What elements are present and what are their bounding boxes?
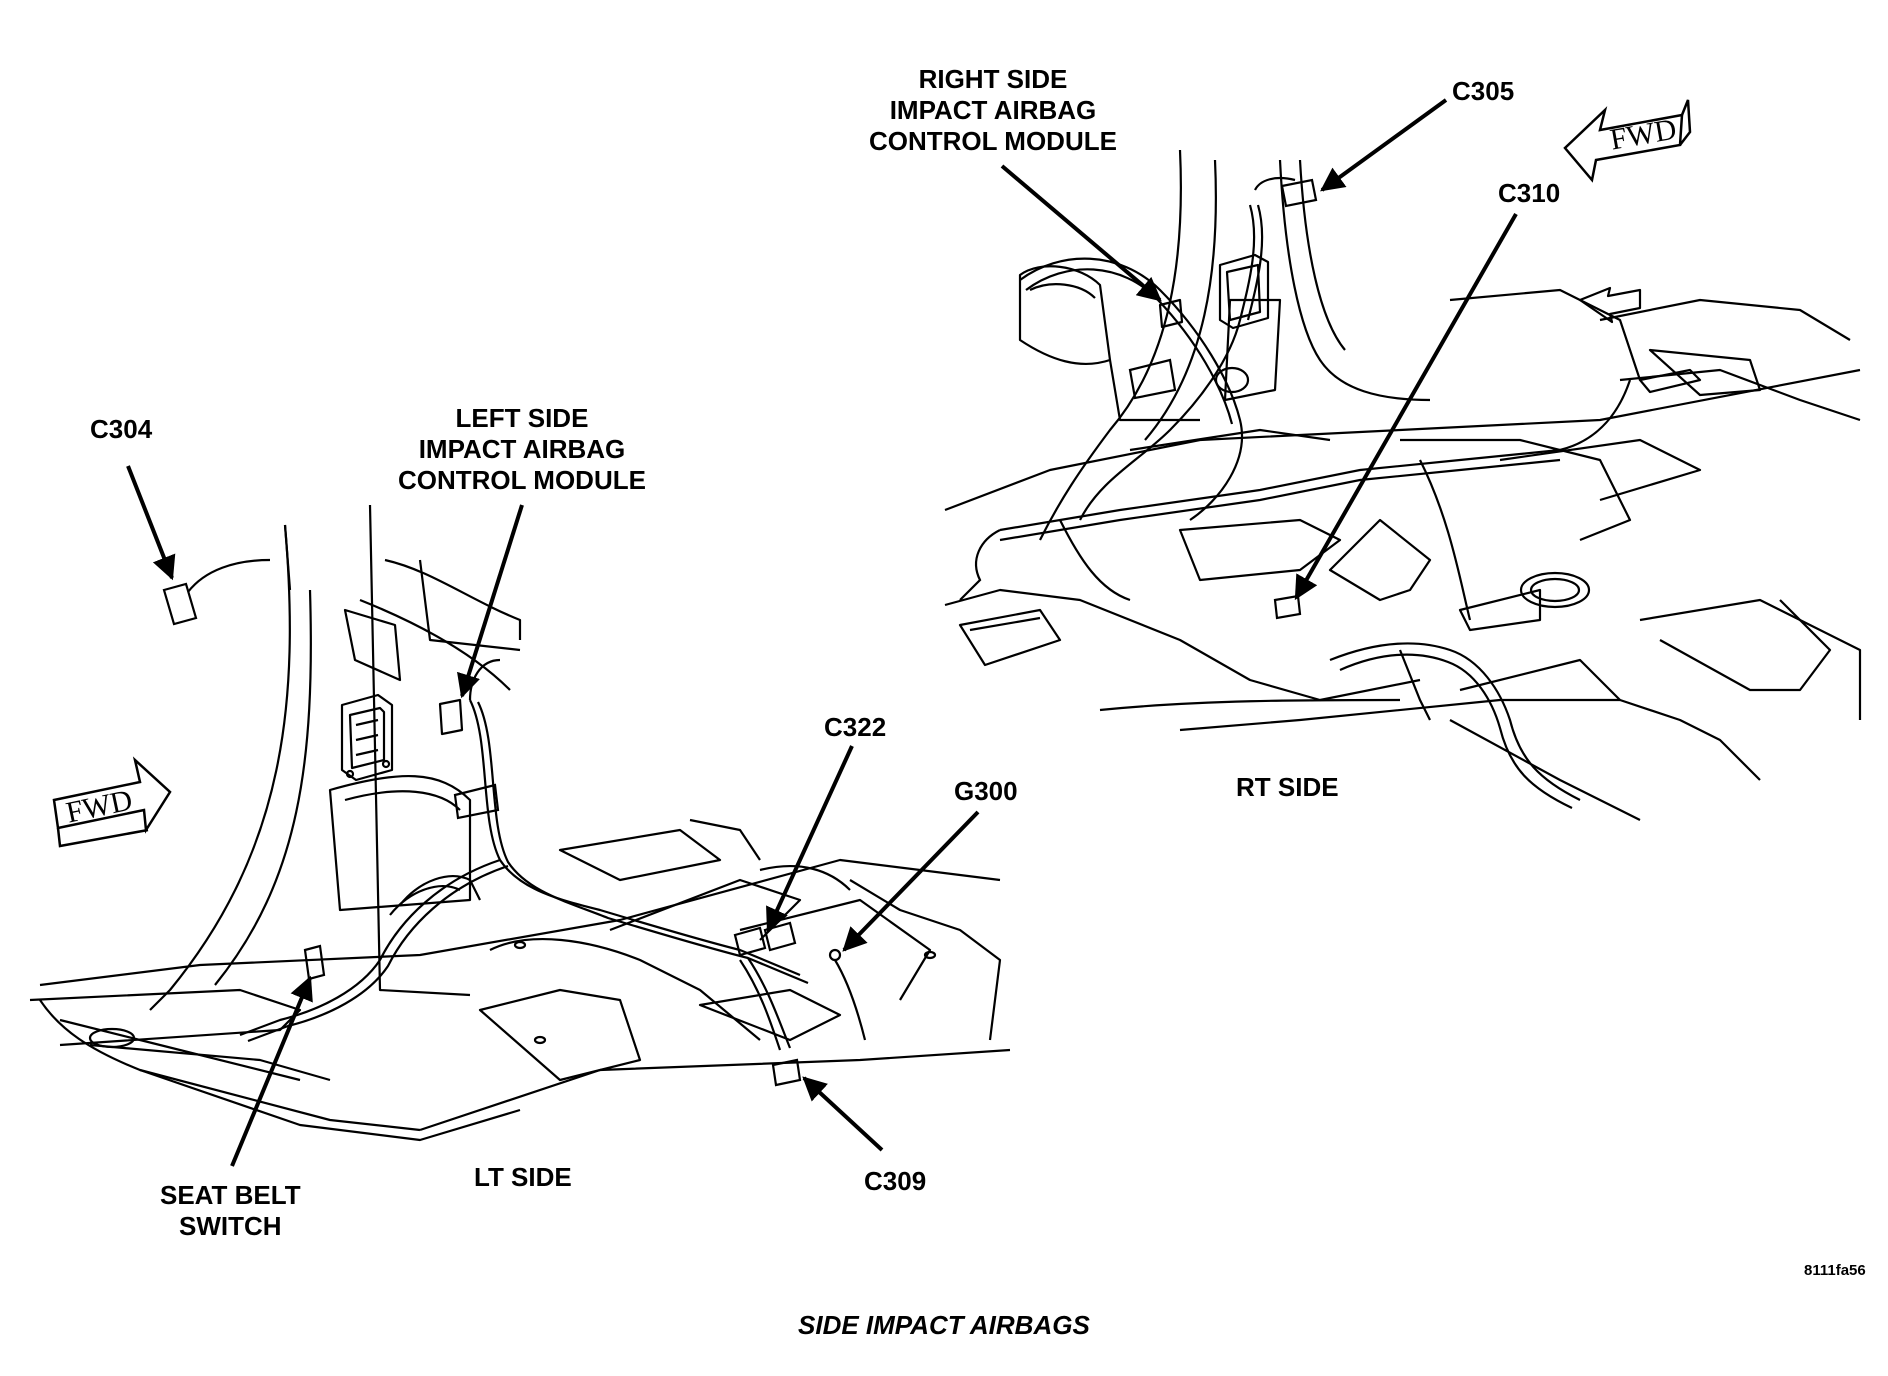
label-g300: G300 — [954, 776, 1018, 806]
leader-c310 — [1294, 213, 1518, 601]
label-right-module-line-1: RIGHT SIDE — [918, 64, 1068, 94]
label-left-module-line-2: IMPACT AIRBAG — [418, 434, 626, 464]
label-lt-side: LT SIDE — [474, 1162, 572, 1192]
label-right-module: RIGHT SIDE IMPACT AIRBAG CONTROL MODULE — [869, 64, 1117, 157]
label-seat-belt-switch: SEAT BELT SWITCH — [160, 1180, 301, 1242]
label-seat-belt-switch-line-1: SEAT BELT — [160, 1180, 301, 1210]
leader-c304 — [126, 465, 176, 581]
fwd-arrow-right — [1563, 99, 1692, 183]
leader-seat-belt-switch — [230, 975, 313, 1167]
leader-right-module — [1000, 164, 1162, 302]
label-right-module-line-3: CONTROL MODULE — [869, 126, 1117, 156]
callout-leaders — [126, 98, 1518, 1167]
right-side-structure — [944, 149, 1862, 821]
label-c310: C310 — [1498, 178, 1561, 208]
figure-code: 8111fa56 — [1804, 1262, 1866, 1279]
label-c309: C309 — [864, 1166, 927, 1196]
label-left-module-line-3: CONTROL MODULE — [398, 465, 646, 495]
label-seat-belt-switch-line-2: SWITCH — [179, 1211, 282, 1241]
label-c304: C304 — [90, 414, 153, 444]
label-c305: C305 — [1452, 76, 1515, 106]
leader-c305 — [1320, 98, 1448, 192]
left-side-harness — [162, 558, 867, 1087]
leader-c322 — [766, 745, 854, 933]
right-side-harness — [959, 176, 1632, 809]
fwd-arrow-left — [52, 756, 172, 848]
left-side-structure — [29, 504, 1011, 1142]
label-rt-side: RT SIDE — [1236, 772, 1339, 802]
leader-c309 — [802, 1076, 884, 1152]
label-left-module: LEFT SIDE IMPACT AIRBAG CONTROL MODULE — [398, 403, 646, 496]
label-c322: C322 — [824, 712, 887, 742]
leader-g300 — [842, 810, 980, 952]
label-left-module-line-1: LEFT SIDE — [455, 403, 589, 433]
figure-caption: SIDE IMPACT AIRBAGS — [798, 1310, 1090, 1340]
label-right-module-line-2: IMPACT AIRBAG — [889, 95, 1097, 125]
leader-left-module — [457, 504, 524, 699]
